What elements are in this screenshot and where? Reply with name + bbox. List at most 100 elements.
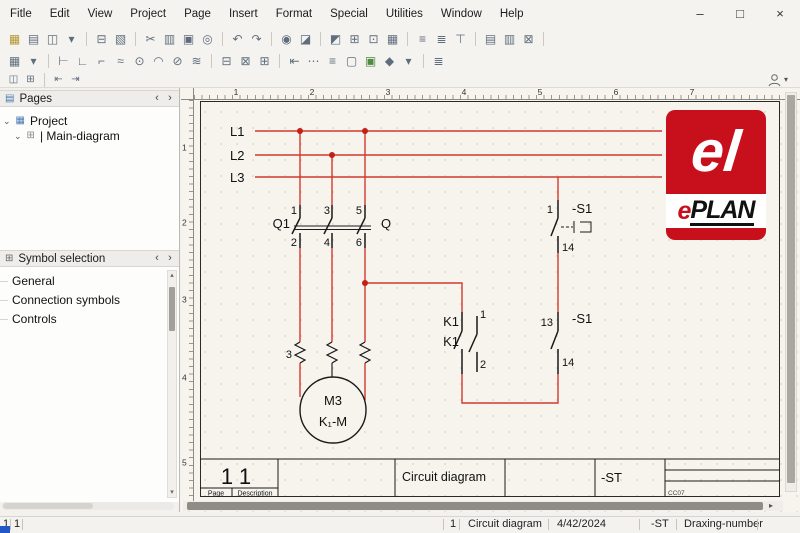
s1-upper-contact-symbol[interactable] bbox=[550, 200, 592, 253]
chevron-down-icon[interactable]: ⌄ bbox=[14, 131, 22, 141]
align-left-icon[interactable]: ≡ bbox=[418, 32, 426, 46]
redo-icon[interactable]: ↷ bbox=[251, 32, 262, 46]
insert-angle-icon[interactable]: ∟ bbox=[76, 54, 89, 68]
canvas-horizontal-scrollbar[interactable]: ▸ bbox=[183, 501, 783, 511]
translate-icon[interactable]: ◪ bbox=[299, 32, 312, 46]
insert-arc-icon[interactable]: ◠ bbox=[153, 54, 164, 68]
insert-table-icon[interactable]: ⊞ bbox=[259, 54, 270, 68]
sidebar-horizontal-scrollbar[interactable] bbox=[2, 502, 174, 510]
grid-options-icon[interactable]: ▾ bbox=[30, 54, 37, 68]
tree-item-main-diagram[interactable]: ⌄ ⊞ | Main-diagram bbox=[14, 128, 120, 144]
panel-collapse-left-icon[interactable]: ‹ bbox=[155, 92, 159, 104]
cut-icon[interactable]: ✂ bbox=[145, 32, 156, 46]
scroll-down-icon[interactable]: ▾ bbox=[170, 489, 174, 496]
structure-list-icon[interactable]: ≣ bbox=[433, 54, 444, 68]
overload-symbols[interactable] bbox=[293, 341, 372, 364]
dot-grid-icon[interactable]: ⋯ bbox=[307, 54, 320, 68]
fill-color-icon[interactable]: ◆ bbox=[384, 54, 395, 68]
insert-line-icon[interactable]: ≈ bbox=[117, 54, 124, 68]
maximize-icon[interactable]: □ bbox=[736, 6, 744, 21]
scrollbar-thumb[interactable] bbox=[787, 95, 795, 483]
q1-switch-symbol[interactable] bbox=[291, 205, 371, 248]
minimize-icon[interactable]: – bbox=[696, 6, 704, 21]
print-preview-icon[interactable]: ▧ bbox=[114, 32, 127, 46]
title-block[interactable] bbox=[200, 458, 780, 497]
insert-corner-icon[interactable]: ⌐ bbox=[97, 54, 105, 68]
undo-icon[interactable]: ↶ bbox=[232, 32, 243, 46]
symbol-list-scrollbar[interactable]: ▴ ▾ bbox=[167, 270, 177, 498]
align-top-icon[interactable]: ⊤ bbox=[455, 32, 466, 46]
insert-image-icon[interactable]: ▣ bbox=[182, 32, 195, 46]
symbol-item-connection-symbols[interactable]: Connection symbols bbox=[0, 291, 158, 310]
symbol-panel-header[interactable]: ⊞ Symbol selection ‹ › bbox=[0, 250, 179, 267]
menu-project[interactable]: Project bbox=[130, 8, 167, 20]
page-macro-icon[interactable]: ⊟ bbox=[221, 54, 232, 68]
layer-management-icon[interactable]: ▦ bbox=[386, 32, 399, 46]
menu-window[interactable]: Window bbox=[440, 8, 482, 20]
align-center-icon[interactable]: ≣ bbox=[436, 32, 447, 46]
power-wires[interactable] bbox=[255, 130, 662, 404]
page-navigator-icon[interactable]: ⊞ bbox=[349, 32, 360, 46]
menu-page[interactable]: Page bbox=[184, 8, 211, 20]
print-icon[interactable]: ⊟ bbox=[96, 32, 107, 46]
close-project-icon[interactable]: ▤ bbox=[27, 32, 40, 46]
menu-special[interactable]: Special bbox=[330, 8, 368, 20]
message-management-icon[interactable]: ⊠ bbox=[523, 32, 534, 46]
panel-collapse-right-icon[interactable]: › bbox=[168, 92, 172, 104]
scrollbar-thumb[interactable] bbox=[3, 503, 93, 509]
menu-help[interactable]: Help bbox=[499, 8, 524, 20]
image-file-icon[interactable]: ▣ bbox=[364, 54, 377, 68]
rectangle-icon[interactable]: ▢ bbox=[345, 54, 358, 68]
device-navigator-icon[interactable]: ◩ bbox=[329, 32, 342, 46]
menu-file[interactable]: Fitle bbox=[10, 8, 32, 20]
more-options-icon[interactable]: ▾ bbox=[405, 54, 412, 68]
scroll-up-icon[interactable]: ▴ bbox=[170, 272, 174, 279]
circuit-diagram[interactable]: M3 K₁-M L1 L2 L3 Q1 Q K1 K1 -S1 -S1 1 3 … bbox=[181, 88, 800, 512]
move-icon[interactable]: ⇤ bbox=[289, 54, 300, 68]
find-icon[interactable]: ◉ bbox=[281, 32, 292, 46]
panel-collapse-left-icon[interactable]: ‹ bbox=[155, 252, 159, 264]
menu-view[interactable]: View bbox=[87, 8, 113, 20]
window-macro-icon[interactable]: ⊠ bbox=[240, 54, 251, 68]
symbol-item-general[interactable]: General bbox=[0, 272, 158, 291]
grid-icon[interactable]: ▦ bbox=[8, 54, 21, 68]
s1-lower-contact-symbol[interactable] bbox=[550, 312, 559, 374]
chevron-down-icon[interactable]: ⌄ bbox=[3, 116, 11, 126]
panel-collapse-right-icon[interactable]: › bbox=[168, 252, 172, 264]
zoom-icon[interactable]: ◎ bbox=[202, 32, 213, 46]
insert-symbol-icon[interactable]: ⊢ bbox=[58, 54, 69, 68]
insert-spline-icon[interactable]: ≋ bbox=[191, 54, 202, 68]
canvas-vertical-scrollbar[interactable] bbox=[785, 92, 797, 492]
menu-edit[interactable]: Edit bbox=[49, 8, 70, 20]
tree-item-project[interactable]: ⌄ ▦ Project bbox=[3, 113, 67, 129]
user-account-button[interactable]: ▾ bbox=[767, 72, 788, 87]
insert-ellipse-icon[interactable]: ⊘ bbox=[172, 54, 183, 68]
open-project-icon[interactable]: ▦ bbox=[8, 32, 21, 46]
save-options-icon[interactable]: ▾ bbox=[68, 32, 75, 46]
scrollbar-thumb[interactable] bbox=[187, 502, 763, 510]
line-type-icon[interactable]: ≡ bbox=[328, 54, 336, 68]
save-icon[interactable]: ◫ bbox=[46, 32, 59, 46]
pages-panel-header[interactable]: ▤ Pages ‹ › bbox=[0, 90, 179, 107]
k1-contact-symbol[interactable] bbox=[453, 312, 478, 374]
tile-windows-icon[interactable]: ⊞ bbox=[26, 74, 35, 85]
close-icon[interactable]: × bbox=[776, 6, 784, 21]
scroll-right-icon[interactable]: ▸ bbox=[769, 501, 774, 510]
motor-symbol[interactable]: M3 K₁-M bbox=[299, 376, 367, 444]
menu-format[interactable]: Format bbox=[275, 8, 313, 20]
new-window-icon[interactable]: ◫ bbox=[8, 74, 19, 85]
insert-circle-icon[interactable]: ⊙ bbox=[134, 54, 145, 68]
parts-list-icon[interactable]: ▤ bbox=[484, 32, 497, 46]
properties-icon[interactable]: ⊡ bbox=[368, 32, 379, 46]
motor-tag-label: K₁-M bbox=[319, 414, 347, 429]
previous-page-icon[interactable]: ⇤ bbox=[54, 74, 63, 85]
symbol-item-controls[interactable]: Controls bbox=[0, 310, 158, 329]
paste-icon[interactable]: ▥ bbox=[163, 32, 176, 46]
drawing-canvas[interactable]: 1 2 3 4 5 6 7 1 2 3 4 5 bbox=[181, 88, 800, 512]
menu-insert[interactable]: Insert bbox=[228, 8, 258, 20]
next-page-icon[interactable]: ⇥ bbox=[71, 74, 80, 85]
reports-icon[interactable]: ▥ bbox=[503, 32, 516, 46]
menu-utilities[interactable]: Utilities bbox=[385, 8, 423, 20]
scrollbar-thumb[interactable] bbox=[169, 287, 175, 331]
